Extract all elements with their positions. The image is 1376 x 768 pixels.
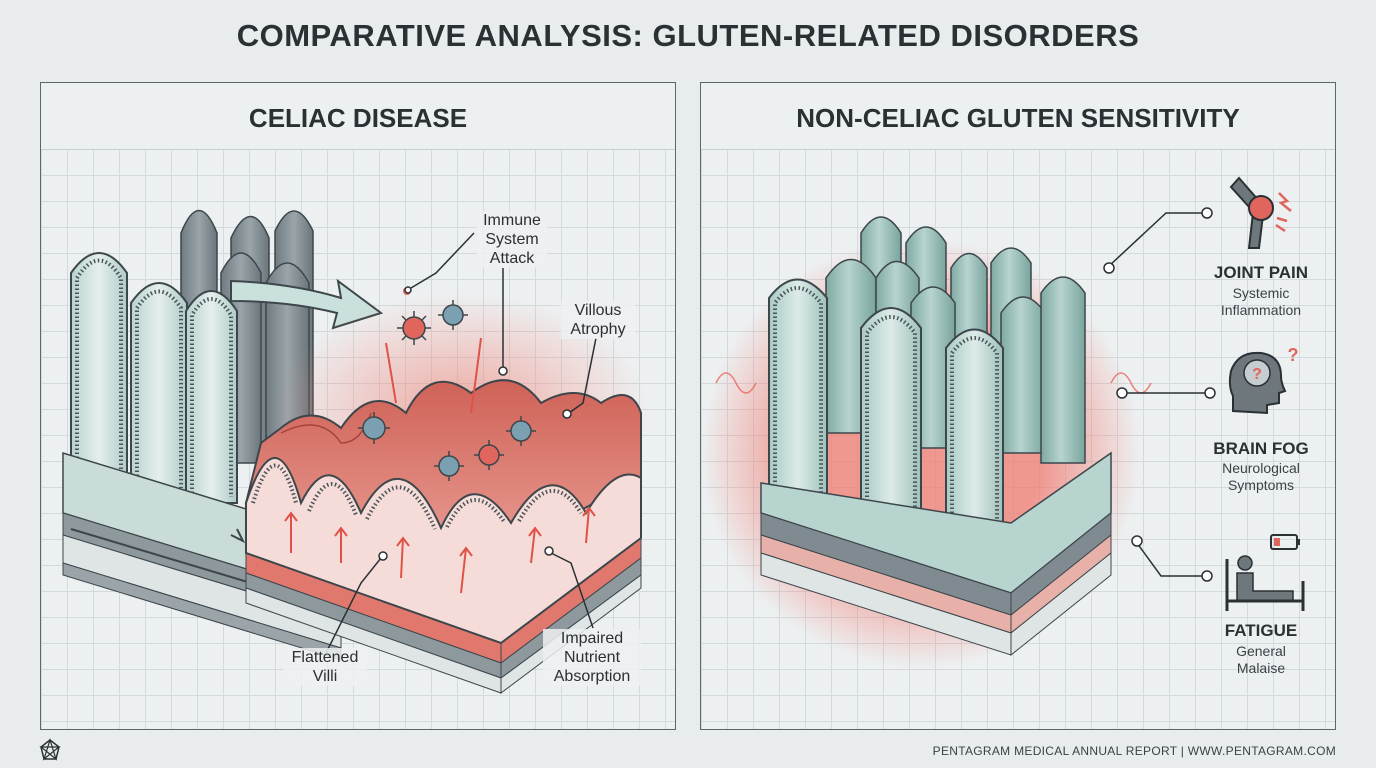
label-immune-system-attack: Immune System Attack [477, 211, 547, 268]
head-question-icon: ? ? [1228, 345, 1299, 415]
symptom-title-fatigue: FATIGUE [1224, 621, 1298, 640]
knee-joint-icon [1229, 176, 1292, 249]
label-impaired-absorption: Impaired Nutrient Absorption [543, 629, 641, 686]
label-flattened-villi: Flattened Villi [283, 648, 367, 686]
label-villous-atrophy: Villous Atrophy [561, 301, 635, 339]
pulse-lines [715, 372, 1152, 394]
symptom-connectors [1103, 207, 1216, 582]
healthy-villi-front [70, 252, 238, 507]
page-title: COMPARATIVE ANALYSIS: GLUTEN-RELATED DIS… [236, 18, 1140, 53]
celiac-panel-title: CELIAC DISEASE [248, 103, 468, 133]
celiac-panel-header: CELIAC DISEASE [41, 83, 675, 150]
person-in-bed-icon [1225, 534, 1305, 611]
footer-credit: PENTAGRAM MEDICAL ANNUAL REPORT | WWW.PE… [932, 744, 1336, 758]
symptom-title-joint-pain: JOINT PAIN [1213, 263, 1309, 282]
svg-text:?: ? [1252, 366, 1262, 383]
ncgs-intestine-illustration [701, 207, 1216, 668]
ncgs-panel-title: NON-CELIAC GLUTEN SENSITIVITY [796, 103, 1240, 133]
celiac-panel: CELIAC DISEASE [40, 82, 676, 730]
attack-arrows [385, 337, 482, 414]
symptom-title-brain-fog: BRAIN FOG [1213, 439, 1309, 458]
pentagram-logo-icon [39, 738, 61, 761]
symptom-subtitle-joint-pain: Systemic Inflammation [1220, 285, 1302, 318]
celiac-intestine-illustration [62, 210, 651, 694]
svg-text:?: ? [1288, 345, 1299, 365]
ncgs-panel: NON-CELIAC GLUTEN SENSITIVITY [700, 82, 1336, 730]
callout-lines [325, 232, 597, 654]
symptom-subtitle-brain-fog: Neurological Symptoms [1222, 460, 1300, 493]
villi-front-row [768, 278, 1004, 539]
symptom-subtitle-fatigue: General Malaise [1236, 643, 1286, 676]
mucosa-base-block [760, 451, 1112, 657]
ncgs-panel-header: NON-CELIAC GLUTEN SENSITIVITY [701, 83, 1335, 150]
immune-cells [358, 287, 536, 481]
